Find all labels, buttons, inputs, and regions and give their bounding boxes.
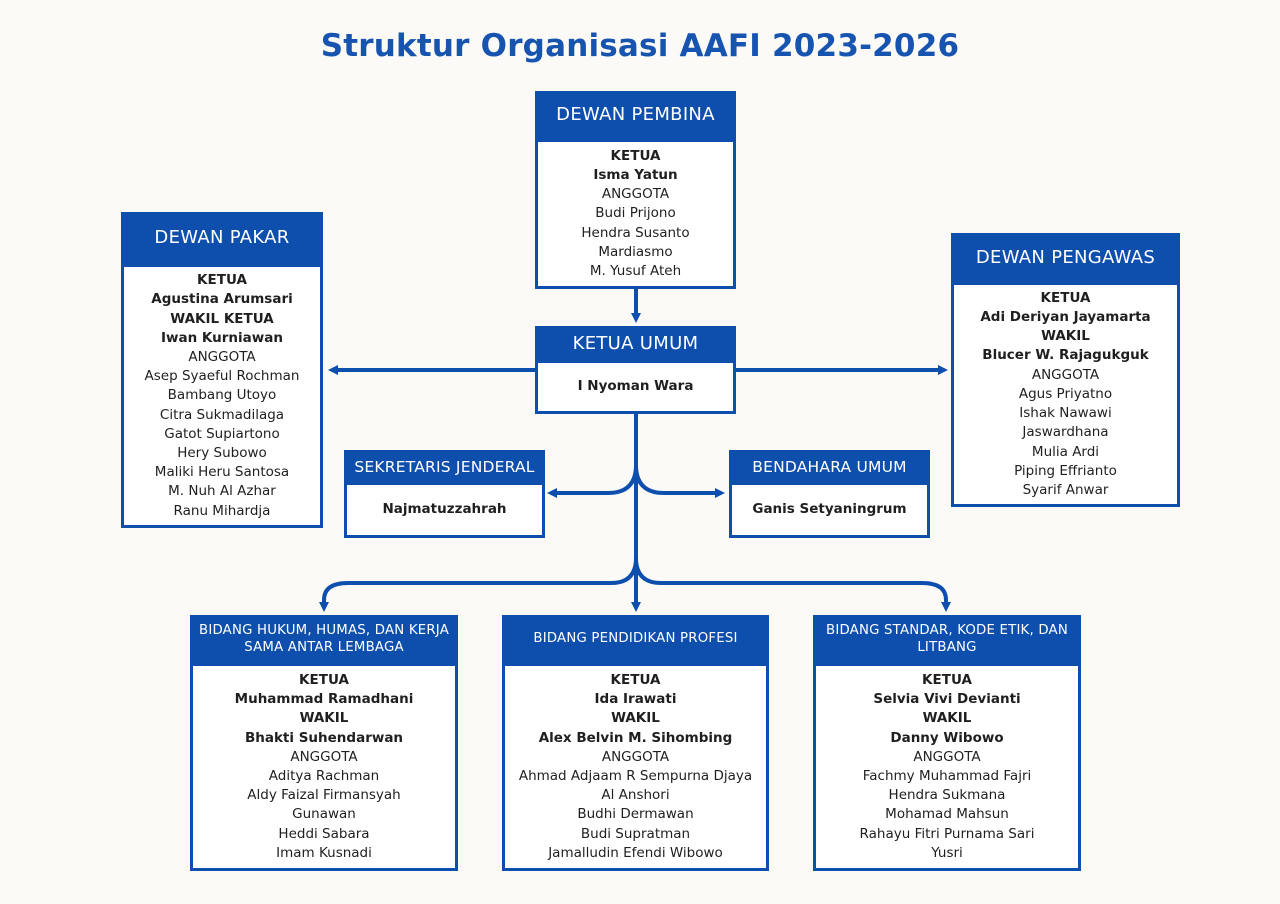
member-name: Jaswardhana (1022, 424, 1109, 441)
role-label: WAKIL (922, 710, 972, 727)
role-label: KETUA (197, 272, 247, 289)
member-name: Gatot Supiartono (164, 425, 280, 442)
member-name: Alex Belvin M. Sihombing (538, 729, 733, 746)
member-name: Selvia Vivi Devianti (873, 691, 1021, 708)
bendahara-umum-members: Ganis Setyaningrum (729, 482, 930, 538)
member-name: Bhakti Suhendarwan (244, 729, 404, 746)
connector-ketua-bendahara (634, 463, 725, 498)
member-name: Fachmy Muhammad Fajri (862, 768, 1032, 784)
member-name: Citra Sukmadilaga (159, 406, 285, 423)
member-name: Piping Effrianto (1014, 462, 1117, 479)
member-name: Danny Wibowo (890, 729, 1004, 746)
member-name: Bambang Utoyo (167, 387, 277, 404)
member-name: Najmatuzzahrah (382, 501, 507, 518)
member-name: Budhi Dermawan (577, 806, 694, 823)
member-name: Muhammad Ramadhani (234, 691, 414, 708)
member-name: Hendra Sukmana (888, 787, 1006, 804)
member-name: Ida Irawati (594, 691, 677, 708)
member-name: Yusri (931, 844, 963, 861)
member-name: Imam Kusnadi (276, 844, 372, 861)
bidang-hukum-header: BIDANG HUKUM, HUMAS, DAN KERJA SAMA ANTA… (190, 615, 458, 663)
member-name: Syarif Anwar (1022, 481, 1109, 498)
member-name: Mulia Ardi (1031, 443, 1100, 460)
connector-ketua-bidang-standar (634, 556, 951, 612)
ketua-umum-header: KETUA UMUM (535, 326, 736, 362)
dewan-pengawas-header: DEWAN PENGAWAS (951, 233, 1180, 282)
sekretaris-jenderal-members: Najmatuzzahrah (344, 482, 545, 538)
connector-ketua-bidang-hukum (319, 556, 638, 612)
bendahara-umum-header: BENDAHARA UMUM (729, 450, 930, 484)
ketua-umum-members: I Nyoman Wara (535, 360, 736, 414)
member-name: Ranu Mihardja (173, 502, 271, 519)
connector-ketua-sekretaris (547, 463, 638, 498)
bidang-pendidikan-header: BIDANG PENDIDIKAN PROFESI (502, 615, 769, 663)
member-name: Mardiasmo (598, 243, 673, 260)
role-label: ANGGOTA (1031, 366, 1100, 383)
page-title: Struktur Organisasi AAFI 2023-2026 (320, 28, 960, 64)
member-name: Rahayu Fitri Purnama Sari (859, 825, 1035, 842)
member-name: Iwan Kurniawan (161, 329, 283, 346)
member-name: Aldy Faizal Firmansyah (247, 787, 401, 804)
member-name: Ishak Nawawi (1019, 405, 1112, 422)
role-label: KETUA (299, 671, 349, 688)
member-name: Jamalludin Efendi Wibowo (548, 844, 723, 861)
member-name: Hery Subowo (177, 445, 267, 461)
member-name: M. Nuh Al Azhar (168, 483, 276, 500)
member-name: I Nyoman Wara (577, 378, 694, 395)
member-name: Maliki Heru Santosa (154, 464, 290, 481)
member-name: Ganis Setyaningrum (752, 501, 907, 518)
role-label: ANGGOTA (188, 348, 256, 365)
dewan-pakar-header: DEWAN PAKAR (121, 212, 323, 264)
role-label: KETUA (1040, 289, 1091, 306)
member-name: Aditya Rachman (268, 768, 380, 784)
member-name: Mohamad Mahsun (885, 806, 1009, 823)
member-name: Budi Supratman (580, 825, 691, 842)
role-label: WAKIL (299, 710, 349, 727)
member-name: Budi Prijono (595, 205, 676, 222)
role-label: ANGGOTA (601, 748, 670, 765)
member-name: Hendra Susanto (581, 224, 690, 241)
member-name: Adi Deriyan Jayamarta (980, 309, 1151, 326)
role-label: ANGGOTA (601, 186, 670, 203)
role-label: ANGGOTA (913, 748, 981, 765)
member-name: Al Anshori (601, 787, 670, 804)
member-name: Heddi Sabara (278, 825, 370, 842)
member-name: Gunawan (292, 806, 356, 823)
member-name: M. Yusuf Ateh (589, 263, 682, 279)
member-name: Agus Priyatno (1018, 385, 1113, 402)
dewan-pembina-header: DEWAN PEMBINA (535, 91, 736, 139)
role-label: WAKIL (1041, 328, 1090, 345)
member-name: Isma Yatun (593, 166, 678, 183)
role-label: WAKIL (611, 710, 660, 727)
role-label: WAKIL KETUA (170, 310, 274, 327)
member-name: Blucer W. Rajagukguk (982, 347, 1149, 364)
member-name: Ahmad Adjaam R Sempurna Djaya (518, 768, 753, 784)
member-name: Asep Syaeful Rochman (144, 368, 300, 385)
bidang-standar-header: BIDANG STANDAR, KODE ETIK, DAN LITBANG (813, 615, 1081, 663)
sekretaris-jenderal-header: SEKRETARIS JENDERAL (344, 450, 545, 484)
role-label: KETUA (922, 671, 972, 688)
role-label: ANGGOTA (290, 748, 358, 765)
role-label: KETUA (610, 147, 661, 164)
role-label: KETUA (610, 671, 661, 688)
member-name: Agustina Arumsari (151, 291, 293, 308)
